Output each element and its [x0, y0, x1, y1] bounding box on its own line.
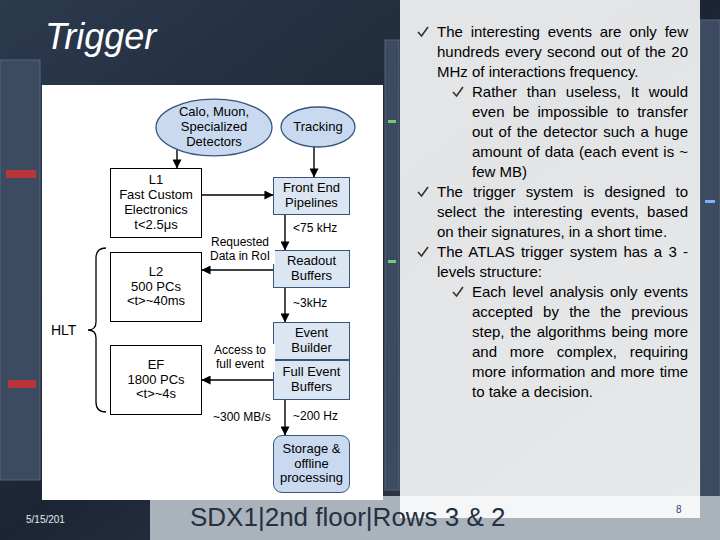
bullet-item: Each level analysis only events accepted… [472, 282, 688, 402]
page-number: 8 [676, 504, 682, 516]
node-text: EF [148, 358, 165, 373]
check-mark [452, 86, 464, 98]
location-watermark: SDX1|2nd floor|Rows 3 & 2 [190, 502, 506, 533]
check-stroke [418, 247, 428, 256]
flow-label: ~3kHz [292, 297, 328, 311]
bullet-text: Each level analysis only events accepted… [472, 282, 688, 402]
node-text: Tracking [293, 120, 342, 135]
flow-label: ~200 Hz [292, 410, 339, 424]
check-stroke [453, 87, 463, 96]
node-text: Storage & offline processing [278, 442, 345, 487]
detector-ellipse: Tracking [280, 106, 356, 148]
process-box: Full Event Buffers [273, 360, 350, 400]
group-label: HLT [50, 322, 77, 339]
flow-arrow [202, 269, 273, 270]
bullet-text: The interesting events are only few hund… [437, 22, 688, 82]
node-text: Fast Custom Electronics t<2.5μs [115, 188, 197, 233]
process-box: Readout Buffers [273, 250, 350, 288]
flow-arrow [202, 379, 273, 380]
bullet-item: The interesting events are only few hund… [437, 22, 688, 82]
storage-box: Storage & offline processing [273, 435, 350, 493]
process-box: Front End Pipelines [273, 177, 350, 215]
flow-arrow [176, 149, 177, 168]
check-mark [417, 186, 429, 198]
node-text: 500 PCs <t>~40ms [115, 280, 197, 310]
check-mark [452, 286, 464, 298]
ellipse-shape [156, 99, 272, 156]
node-text: Readout Buffers [278, 254, 345, 284]
check-stroke [418, 187, 428, 196]
flow-label: Access to full event [205, 344, 275, 372]
flow-label: <75 kHz [292, 222, 338, 236]
check-stroke [453, 287, 463, 296]
node-text: 1800 PCs <t>~4s [115, 373, 197, 403]
trigger-level-box: EF1800 PCs <t>~4s [110, 345, 202, 415]
node-text: L1 [149, 173, 163, 188]
flow-arrow [284, 400, 285, 435]
ellipse-shape [281, 107, 355, 147]
node-text: Front End Pipelines [278, 181, 345, 211]
bullet-item: Rather than useless, It would even be im… [472, 82, 688, 182]
flow-label: Requested Data in RoI [205, 236, 275, 264]
node-text: Calo, Muon, Specialized Detectors [159, 105, 269, 150]
node-text: Full Event Buffers [278, 365, 345, 395]
curly-bracket [88, 248, 106, 412]
flow-arrow [202, 194, 273, 195]
trigger-level-box: L1Fast Custom Electronics t<2.5μs [110, 168, 202, 238]
detector-ellipse: Calo, Muon, Specialized Detectors [155, 98, 273, 157]
check-mark [417, 246, 429, 258]
node-text: Event Builder [278, 326, 345, 356]
flow-arrow [284, 288, 285, 322]
check-mark [417, 26, 429, 38]
node-text: L2 [149, 265, 163, 280]
flow-arrow [313, 147, 314, 177]
bullet-list: The interesting events are only few hund… [400, 22, 700, 402]
flow-arrow [284, 215, 285, 250]
bullet-item: The ATLAS trigger system has a 3 -levels… [437, 242, 688, 282]
process-box: Event Builder [273, 322, 350, 360]
bullet-text: The ATLAS trigger system has a 3 -levels… [437, 242, 688, 282]
bullet-text: The trigger system is designed to select… [437, 182, 688, 242]
check-stroke [418, 27, 428, 36]
throughput-label: ~300 MB/s [212, 410, 272, 424]
trigger-level-box: L2500 PCs <t>~40ms [110, 252, 202, 322]
bullet-item: The trigger system is designed to select… [437, 182, 688, 242]
date-footer: 5/15/201 [26, 514, 65, 526]
slide-title: Trigger [45, 16, 156, 58]
bullet-text: Rather than useless, It would even be im… [472, 82, 688, 182]
